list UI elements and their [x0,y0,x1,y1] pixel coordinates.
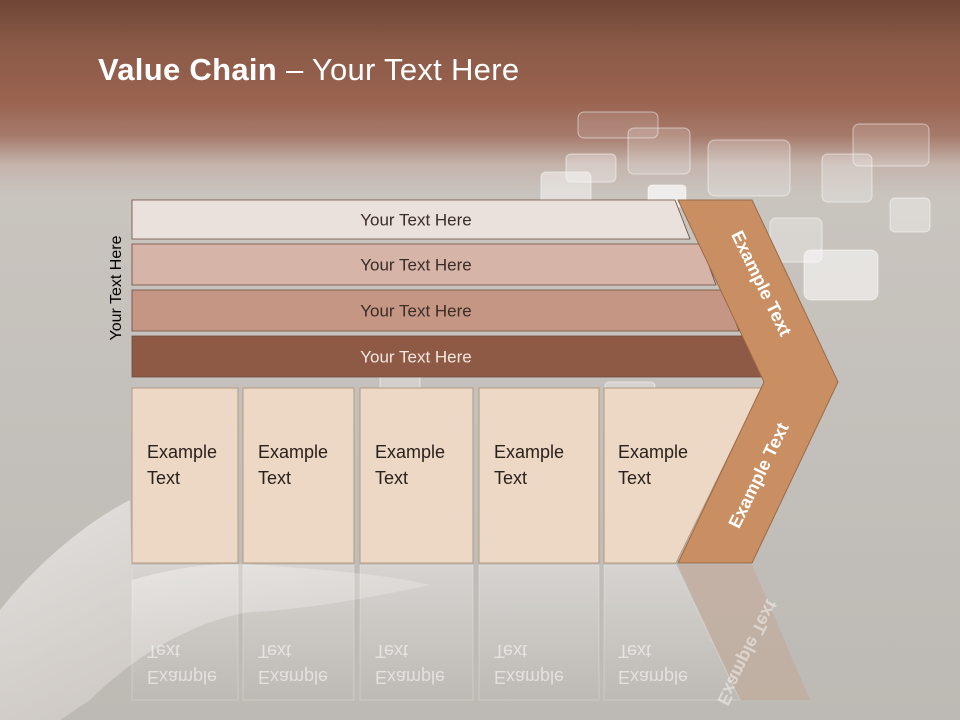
reflection-label-line2: Text [147,641,180,661]
reflection-box [131,564,239,701]
activity-label-line1: Example [258,442,328,462]
activity-box [603,387,763,564]
reflection-label-line2: Text [375,641,408,661]
reflection-box [478,564,600,701]
side-label: Your Text Here [108,235,125,340]
activity-label-line1: Example [618,442,688,462]
chevron-shape [677,199,839,564]
activity-box [131,387,239,564]
reflection-label-line1: Example [147,667,217,687]
reflection-box [603,564,741,701]
reflection-chevron [678,565,810,700]
activity-label-line2: Text [258,468,291,488]
reflection-box [359,564,474,701]
reflection-label-line2: Text [494,641,527,661]
activity-label-line1: Example [375,442,445,462]
reflection-label-line2: Text [618,641,651,661]
row-label: Your Text Here [360,256,472,275]
activity-label-line2: Text [618,468,651,488]
reflection-label-line1: Example [258,667,328,687]
slide-title: Value Chain – Your Text Here [98,52,519,88]
decorative-squares [379,111,931,407]
row-label: Your Text Here [360,348,472,367]
reflection-label-line2: Text [258,641,291,661]
row-label: Your Text Here [360,302,472,321]
reflection-label-line1: Example [618,667,688,687]
row-bar [131,289,740,332]
title-bold-part: Value Chain [98,52,278,87]
row-bar [131,243,717,286]
activity-box [242,387,355,564]
reflection-label-line1: Example [494,667,564,687]
activity-box [359,387,474,564]
activity-label-line1: Example [147,442,217,462]
title-rest-part: – Your Text Here [277,52,520,87]
reflection-label-line1: Example [375,667,445,687]
reflection-box [242,564,355,701]
row-label: Your Text Here [360,211,472,230]
activity-label-line1: Example [494,442,564,462]
activity-label-line2: Text [147,468,180,488]
activity-box [478,387,600,564]
activity-label-line2: Text [375,468,408,488]
activity-label-line2: Text [494,468,527,488]
row-bar [131,199,691,240]
